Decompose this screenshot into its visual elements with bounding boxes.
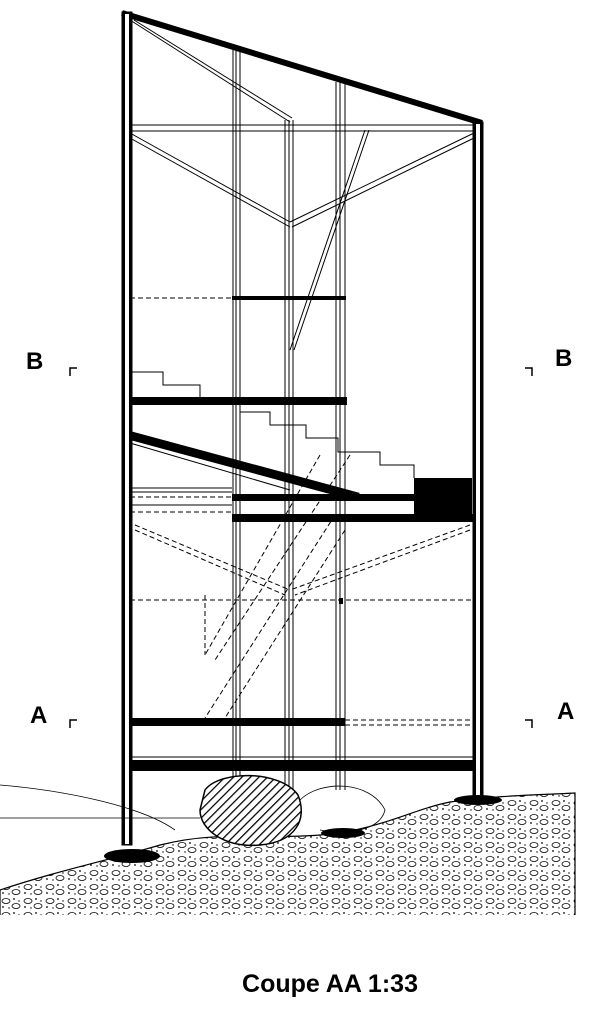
footing: [454, 795, 502, 805]
section-marker-b-right: B: [555, 345, 573, 372]
floors: [130, 296, 474, 771]
section-marker-ticks: [69, 367, 533, 728]
posts: [121, 11, 484, 846]
section-marker-a-right: A: [557, 698, 575, 725]
roof-structure: [121, 10, 483, 351]
boulder: [199, 774, 302, 847]
footing: [321, 828, 365, 838]
drawing-title: Coupe AA 1:33: [242, 970, 418, 998]
footing: [104, 849, 160, 863]
section-marker-b-left: B: [26, 348, 44, 375]
stairs-and-hidden-lines: [129, 297, 474, 758]
section-marker-a-left: A: [30, 702, 48, 729]
ground: [0, 774, 603, 975]
